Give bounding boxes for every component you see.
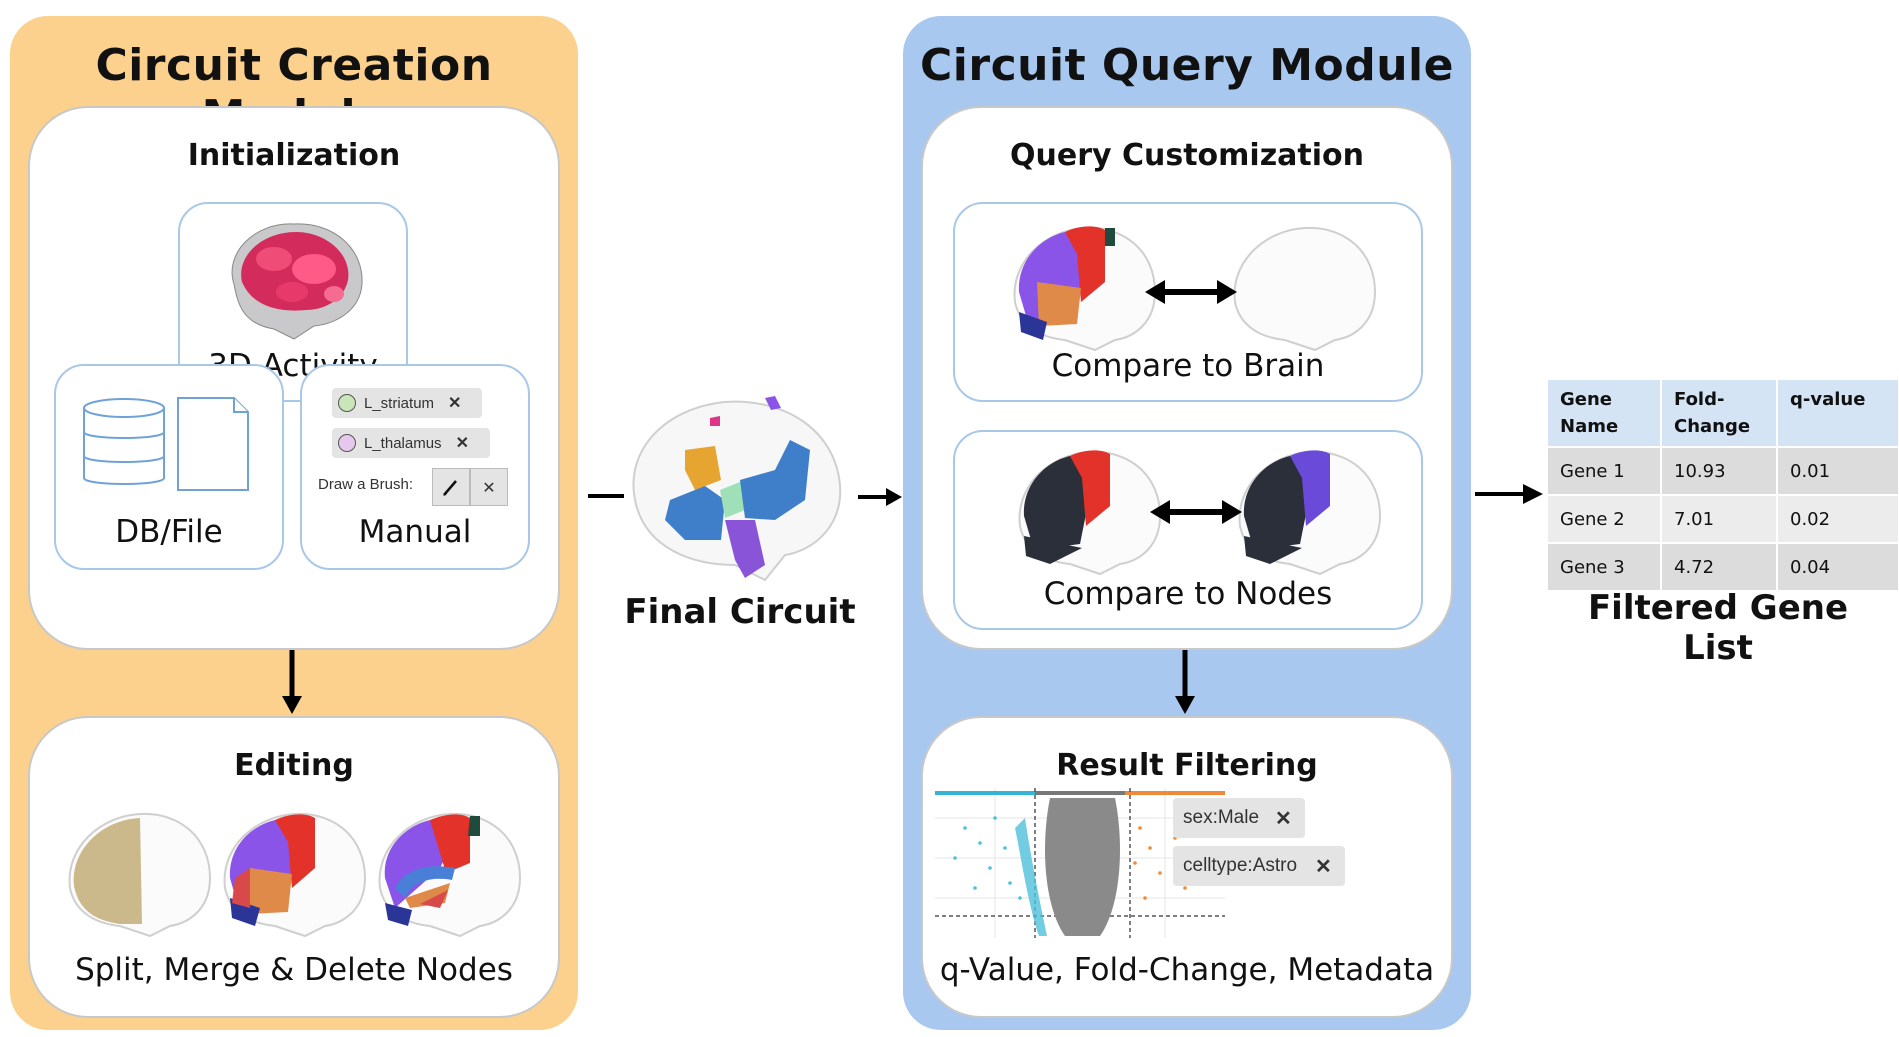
- header-text: Change: [1674, 416, 1751, 437]
- remove-filter-icon[interactable]: ✕: [1315, 855, 1332, 878]
- circuit-query-module: Circuit Query Module Query Customization…: [903, 16, 1471, 1030]
- editing-caption: Split, Merge & Delete Nodes: [75, 952, 513, 988]
- table-cell: 0.02: [1777, 494, 1898, 543]
- compare-brain-illustration: [1013, 226, 1377, 352]
- header-gene-name: Gene Name: [1548, 380, 1662, 447]
- filter-chip-label: celltype:Astro: [1183, 855, 1298, 876]
- region-chip-label: L_striatum: [364, 394, 435, 412]
- dbfile-card[interactable]: DB/File: [54, 364, 284, 570]
- brush-icon: [443, 480, 457, 496]
- initialization-panel: Initialization 3D Activity: [28, 106, 560, 650]
- header-text: q-value: [1790, 389, 1866, 410]
- activity-brain-icon: [231, 223, 363, 340]
- down-arrow-icon: [282, 650, 302, 714]
- filter-chip-label: sex:Male: [1183, 807, 1260, 828]
- table-cell: Gene 3: [1548, 542, 1662, 590]
- clear-brush-button[interactable]: ✕: [470, 468, 508, 506]
- final-circuit-brain: [632, 396, 842, 582]
- table-row: Gene 1 10.93 0.01: [1548, 446, 1898, 495]
- header-text: Fold-: [1674, 389, 1725, 410]
- query-module-title: Circuit Query Module: [920, 40, 1454, 91]
- final-circuit-label: Final Circuit: [624, 592, 856, 632]
- manual-card[interactable]: L_striatum ✕ L_thalamus ✕ Draw a Brush: …: [300, 364, 530, 570]
- result-filtering-title: Result Filtering: [1056, 748, 1318, 783]
- compare-to-brain-card[interactable]: Compare to Brain: [953, 202, 1423, 402]
- region-chip-striatum[interactable]: L_striatum ✕: [332, 388, 482, 418]
- arrow-to-gene-list: [1475, 484, 1543, 504]
- close-icon: ✕: [482, 477, 496, 497]
- down-arrow-icon: [1175, 650, 1195, 714]
- table-cell: 10.93: [1661, 446, 1778, 495]
- table-header-row: Gene Name Fold- Change q-value: [1548, 380, 1898, 447]
- remove-chip-icon[interactable]: ✕: [455, 435, 469, 452]
- arrow-to-query-module: [858, 488, 902, 506]
- filtered-gene-list-label: Filtered Gene List: [1587, 588, 1849, 668]
- header-text: Name: [1560, 416, 1619, 437]
- header-text: Gene: [1560, 389, 1613, 410]
- table-cell: 7.01: [1661, 494, 1778, 543]
- brush-label: Draw a Brush:: [318, 476, 414, 493]
- result-filtering-panel: Result Filtering: [921, 716, 1453, 1018]
- table-cell: 0.01: [1777, 446, 1898, 495]
- header-fold-change: Fold- Change: [1661, 380, 1778, 447]
- manual-label: Manual: [358, 514, 472, 550]
- filtered-gene-table: Gene Name Fold- Change q-value Gene 1 10…: [1548, 380, 1898, 590]
- editing-panel: Editing: [28, 716, 560, 1018]
- dbfile-label: DB/File: [115, 514, 223, 550]
- table-cell: 0.04: [1777, 542, 1898, 590]
- table-cell: Gene 1: [1548, 446, 1662, 495]
- table-row: Gene 2 7.01 0.02: [1548, 494, 1898, 543]
- compare-to-nodes-card[interactable]: Compare to Nodes: [953, 430, 1423, 630]
- editing-title: Editing: [234, 748, 354, 783]
- initialization-title: Initialization: [187, 138, 401, 173]
- volcano-plot-thumbnail: [935, 788, 1225, 938]
- compare-to-brain-label: Compare to Brain: [1051, 348, 1325, 384]
- region-chip-thalamus[interactable]: L_thalamus ✕: [332, 428, 490, 458]
- header-q-value: q-value: [1777, 380, 1898, 447]
- database-file-icon: [83, 397, 249, 491]
- filter-chip-celltype[interactable]: celltype:Astro ✕: [1173, 846, 1345, 886]
- table-row: Gene 3 4.72 0.04: [1548, 542, 1898, 590]
- compare-nodes-illustration: [1018, 450, 1382, 576]
- circuit-creation-module: Circuit Creation Module Initialization 3…: [10, 16, 578, 1030]
- brush-button[interactable]: [432, 468, 470, 506]
- gene-table: Gene Name Fold- Change q-value Gene 1 10…: [1548, 380, 1898, 590]
- compare-to-nodes-label: Compare to Nodes: [1043, 576, 1333, 612]
- remove-chip-icon[interactable]: ✕: [448, 395, 462, 412]
- query-customization-title: Query Customization: [1009, 138, 1365, 173]
- striatum-color-dot: [338, 394, 356, 412]
- table-cell: 4.72: [1661, 542, 1778, 590]
- result-filtering-caption: q-Value, Fold-Change, Metadata: [939, 952, 1435, 988]
- remove-filter-icon[interactable]: ✕: [1275, 807, 1292, 830]
- query-customization-panel: Query Customization Compare to Brain: [921, 106, 1453, 650]
- region-chip-label: L_thalamus: [364, 434, 442, 452]
- table-cell: Gene 2: [1548, 494, 1662, 543]
- filter-chip-sex[interactable]: sex:Male ✕: [1173, 798, 1305, 838]
- thalamus-color-dot: [338, 434, 356, 452]
- arrow-to-final-circuit: [588, 494, 624, 498]
- editing-brains-illustration: [68, 812, 522, 938]
